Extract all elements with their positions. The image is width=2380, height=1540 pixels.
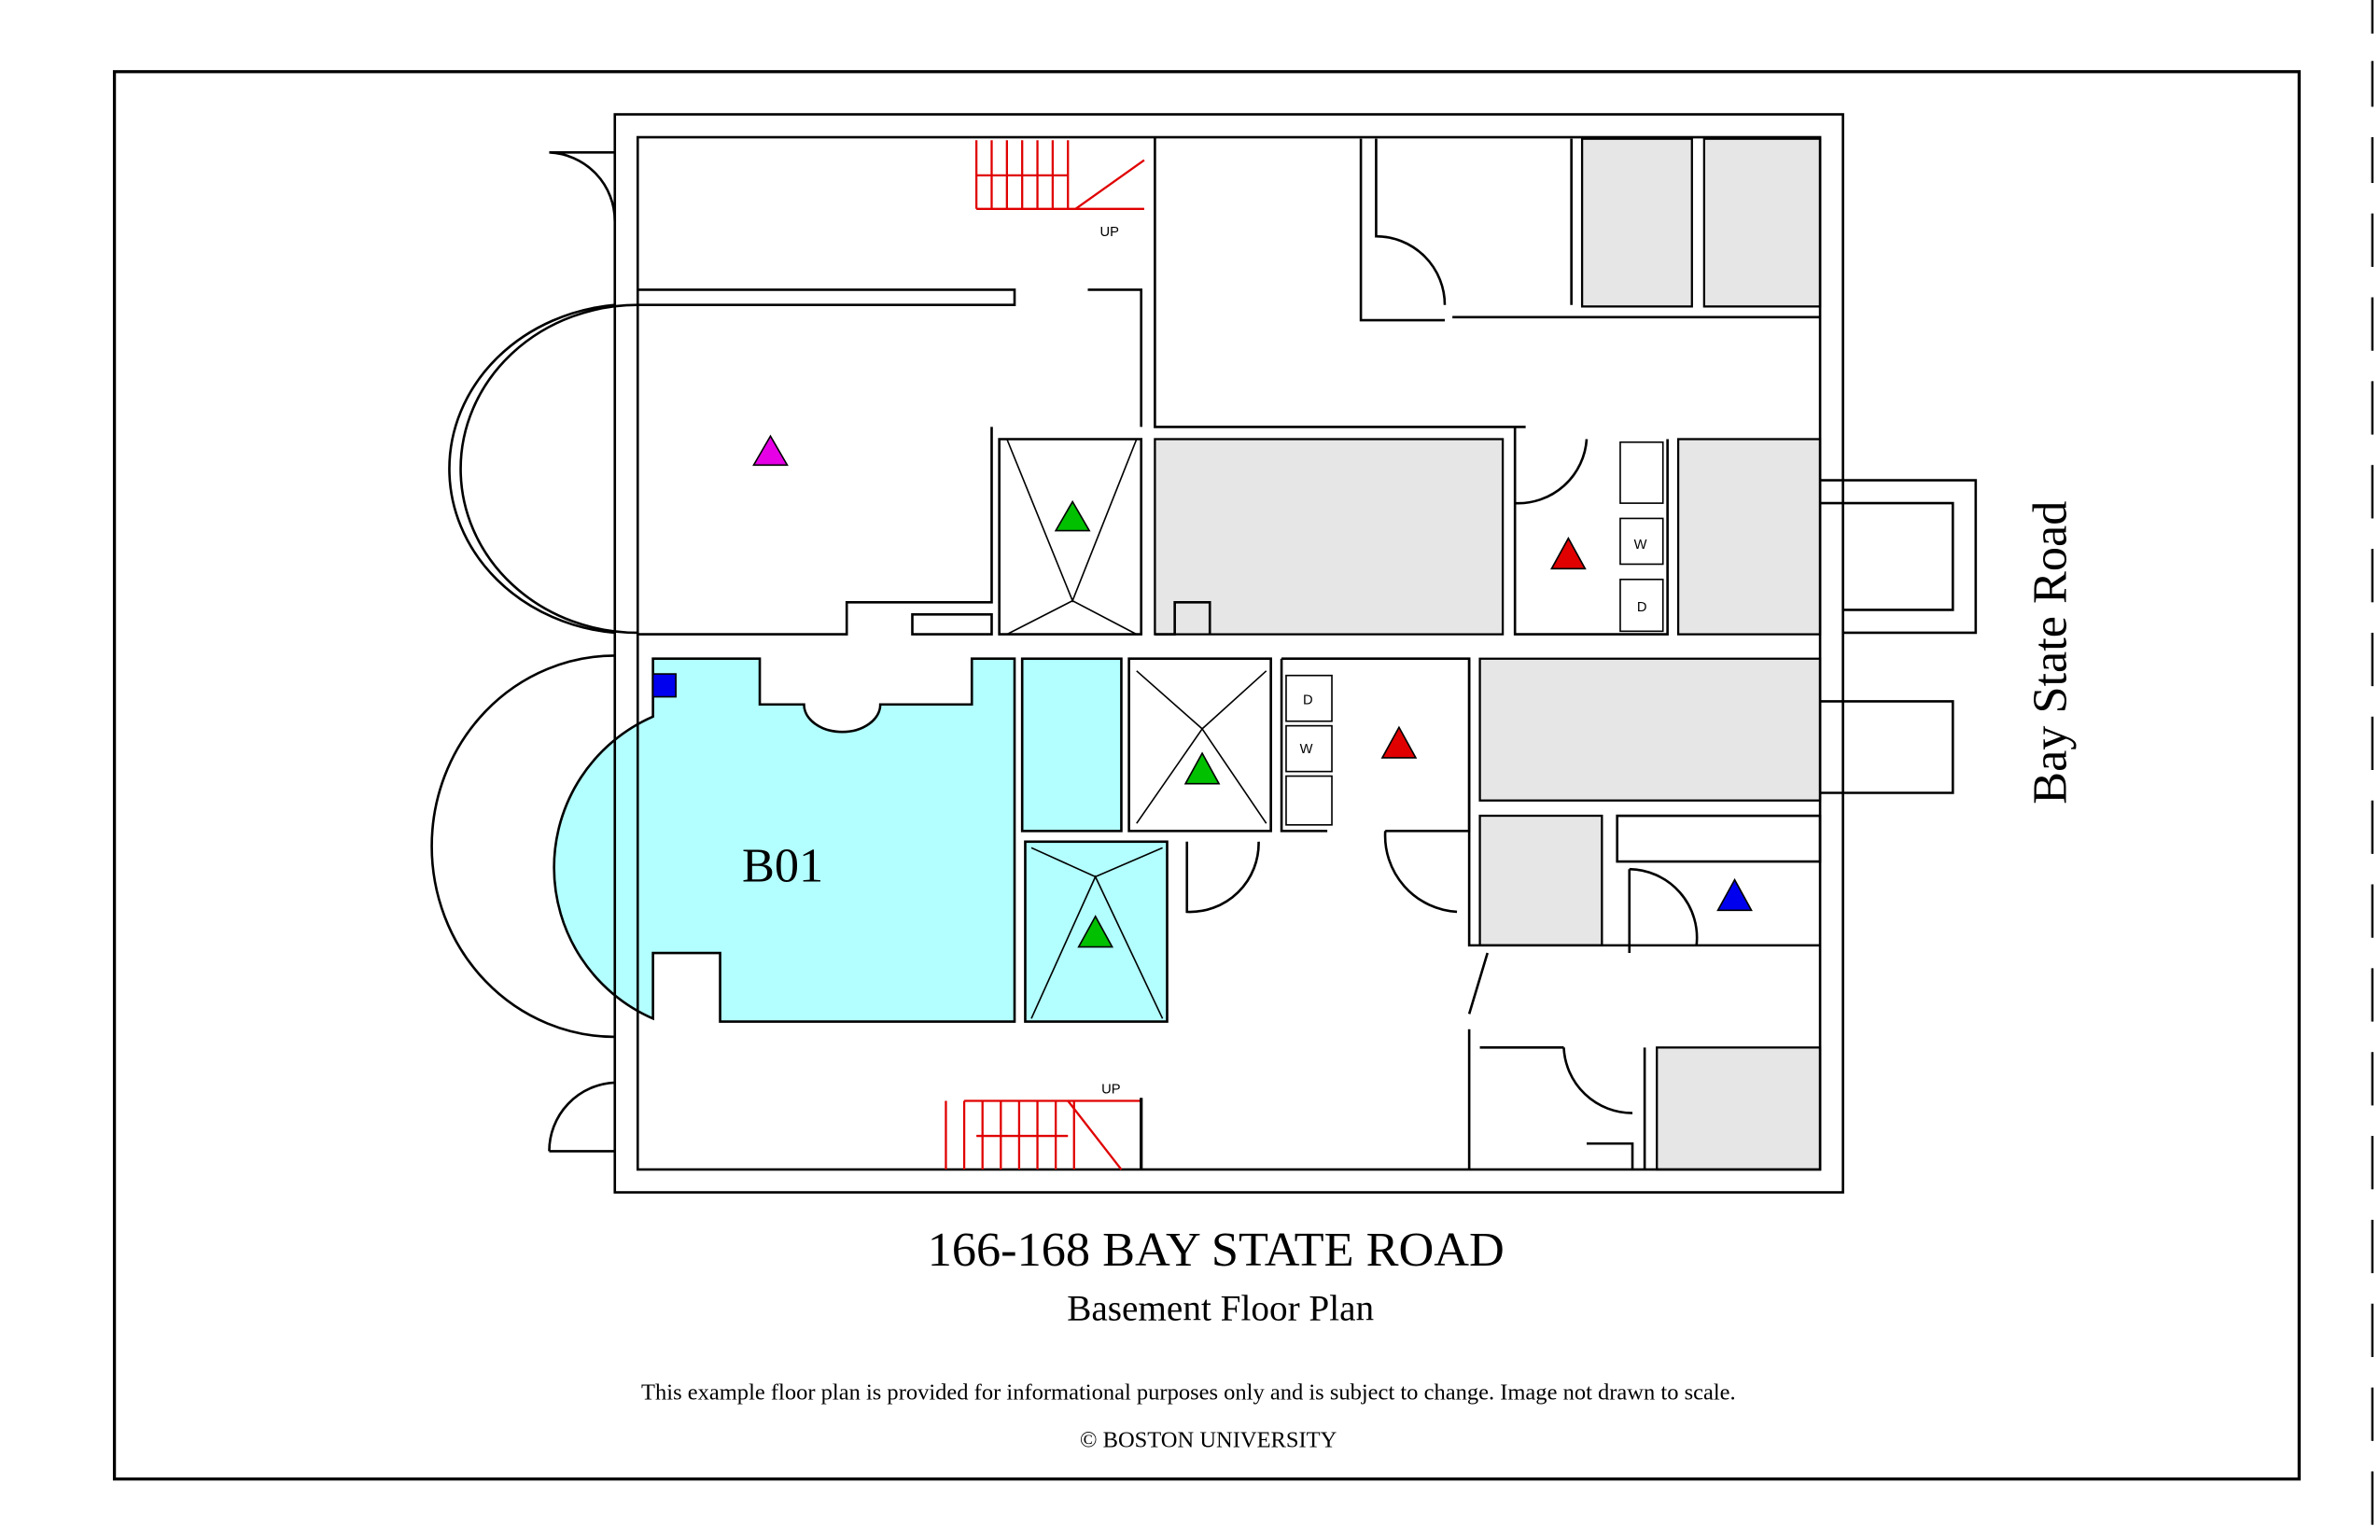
- green-triangle-marker: [1183, 751, 1221, 785]
- stairs-top[interactable]: UP: [975, 140, 1145, 240]
- building-walls: [430, 113, 1978, 1194]
- laundry-left: D W: [1285, 674, 1333, 826]
- stairs-bottom[interactable]: UP: [945, 1082, 1143, 1170]
- other-rooms: [1154, 137, 1822, 1171]
- copyright: © BOSTON UNIVERSITY: [1080, 1427, 1337, 1452]
- page-border: [112, 70, 2301, 1481]
- plan-title: 166-168 BAY STATE ROAD: [928, 1223, 1505, 1277]
- red-triangle-marker: [1380, 725, 1418, 759]
- red-triangle-marker: [1550, 536, 1587, 570]
- blue-triangle-marker: [1716, 877, 1753, 912]
- stairs-up-label: UP: [1101, 1082, 1121, 1097]
- street-label: Bay State Road: [2023, 501, 2077, 805]
- plan-subtitle: Basement Floor Plan: [1067, 1289, 1374, 1329]
- room-b01[interactable]: [553, 657, 1169, 1023]
- blue-square-marker: [651, 673, 677, 698]
- washer-label: W: [1300, 742, 1313, 757]
- dryer-label: D: [1637, 600, 1647, 615]
- washer-label: W: [1634, 538, 1647, 553]
- room-label-b01: B01: [742, 838, 823, 892]
- room-markers: [651, 434, 1753, 948]
- green-triangle-marker: [1077, 915, 1114, 948]
- laundry-right: W D: [1619, 441, 1664, 633]
- dryer-label: D: [1303, 693, 1313, 708]
- green-triangle-marker: [1054, 499, 1091, 532]
- disclaimer: This example floor plan is provided for …: [641, 1380, 1736, 1406]
- magenta-triangle-marker: [752, 434, 789, 467]
- stairs-up-label: UP: [1100, 225, 1120, 240]
